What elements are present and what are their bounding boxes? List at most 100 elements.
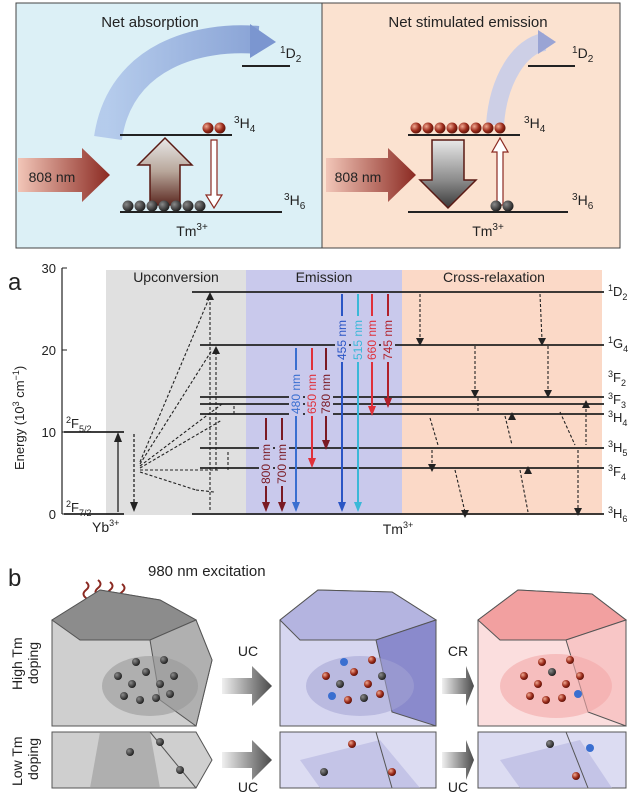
high-blue-dots xyxy=(322,656,386,704)
y-ticks xyxy=(62,267,67,515)
emission-label-3: 650 nm xyxy=(305,374,319,414)
cr-arrow-top: CR xyxy=(442,643,474,706)
high-doping-label-1: High Tm xyxy=(9,637,25,690)
panel-b: b 980 nm excitation High Tm doping Low T… xyxy=(8,563,628,793)
tm-ion-label: Tm3+ xyxy=(383,520,413,537)
y-axis-label: Energy (103 cm−1) xyxy=(11,366,27,470)
svg-text:3F4: 3F4 xyxy=(608,463,626,482)
cross-relaxation-region xyxy=(402,270,602,515)
crystal-high-blue xyxy=(279,589,438,727)
808nm-pump-arrow xyxy=(18,148,110,202)
svg-text:3F3: 3F3 xyxy=(608,391,626,410)
emission-label-0: 800 nm xyxy=(259,444,273,484)
emission-label-bg-5 xyxy=(335,316,349,362)
section-upconversion: Upconversion xyxy=(133,269,219,285)
emission-label-bg-1 xyxy=(275,440,289,486)
crystal-low-gray xyxy=(51,731,213,789)
emission-label-1: 700 nm xyxy=(275,444,289,484)
crystal-low-blue xyxy=(279,731,437,789)
emission-down-arrow xyxy=(204,139,224,210)
emission-curve-arrow xyxy=(486,33,548,126)
emission-label-bg-4 xyxy=(319,370,333,416)
level-3H6-label: 3H6 xyxy=(284,192,306,212)
emission-head-0 xyxy=(262,502,270,512)
yb-ion-label: Yb3+ xyxy=(92,518,119,535)
emission-label-bg-7 xyxy=(365,316,379,362)
energy-transfer-lines xyxy=(139,295,223,493)
panel-a-label: a xyxy=(8,269,22,296)
emission-head-6 xyxy=(354,502,362,512)
r-absorption-up-arrow xyxy=(490,136,510,206)
r-level-3H6-label: 3H6 xyxy=(572,192,594,212)
level-1D2-label: 1D2 xyxy=(280,45,302,65)
crystal-high-pink xyxy=(477,589,628,727)
absorption-curve-arrowhead xyxy=(250,24,276,58)
emission-head-8 xyxy=(384,398,392,408)
top-right-panel: Net stimulated emission 1D2 3H4 3H6 808 … xyxy=(321,2,621,249)
cross-relaxation-heads xyxy=(416,338,590,518)
low-dots xyxy=(126,738,594,780)
svg-text:1G4: 1G4 xyxy=(608,335,628,354)
cross-relaxation-arrows xyxy=(419,293,587,513)
808nm-label: 808 nm xyxy=(29,169,76,185)
svg-text:CR: CR xyxy=(448,643,468,659)
y-tick-10: 10 xyxy=(42,425,56,440)
svg-text:3H5: 3H5 xyxy=(608,439,627,458)
right-ion-label: Tm3+ xyxy=(472,222,504,239)
section-cross-relaxation: Cross-relaxation xyxy=(443,269,545,285)
uc-arrow-bottom-1: UC xyxy=(222,740,272,793)
panel-a: a Upconversion Emission Cross-relaxation… xyxy=(8,261,628,537)
emission-label-bg-0 xyxy=(259,440,273,486)
svg-text:3H4: 3H4 xyxy=(608,409,627,428)
top-left-panel: Net absorption 1D2 3H4 3H6 808 nm Tm3+ xyxy=(15,2,323,249)
emission-label-bg-3 xyxy=(305,370,319,416)
emission-label-bg-6 xyxy=(351,316,365,362)
low-doping-label-2: doping xyxy=(25,738,41,780)
emission-label-2: 480 nm xyxy=(289,374,303,414)
emission-label-4: 780 nm xyxy=(319,374,333,414)
excited-electrons xyxy=(202,122,226,134)
r-excited-electrons xyxy=(410,122,506,134)
svg-text:1D2: 1D2 xyxy=(608,283,627,302)
high-pink-dots xyxy=(520,656,584,704)
absorption-curve-arrow xyxy=(94,25,260,141)
emission-label-5: 455 nm xyxy=(335,320,349,360)
r-level-1D2-label: 1D2 xyxy=(572,45,594,65)
y-tick-0: 0 xyxy=(49,507,56,522)
crystal-low-pink xyxy=(477,731,627,789)
r-level-3H4-label: 3H4 xyxy=(524,115,546,135)
svg-text:UC: UC xyxy=(238,779,258,793)
r-ground-electrons xyxy=(490,200,514,212)
section-emission: Emission xyxy=(296,269,353,285)
right-panel-title: Net stimulated emission xyxy=(388,14,547,31)
yb-2F72-label: 2F7/2 xyxy=(66,499,91,518)
excitation-label: 980 nm excitation xyxy=(148,563,266,580)
left-ion-label: Tm3+ xyxy=(176,222,208,239)
emission-head-3 xyxy=(308,458,316,468)
emission-curve-arrowhead xyxy=(538,30,556,54)
level-3H4-label: 3H4 xyxy=(234,115,256,135)
yb-2F52-label: 2F5/2 xyxy=(66,415,91,434)
ground-electrons xyxy=(122,200,206,212)
emission-head-4 xyxy=(322,440,330,450)
r-808nm-label: 808 nm xyxy=(335,169,382,185)
emission-head-1 xyxy=(278,502,286,512)
high-doping-label-2: doping xyxy=(25,642,41,684)
svg-text:3H6: 3H6 xyxy=(608,505,627,524)
high-gray-dots xyxy=(114,656,178,704)
emission-label-7: 660 nm xyxy=(365,320,379,360)
low-doping-label-1: Low Tm xyxy=(9,736,25,786)
r-808nm-pump-arrow xyxy=(326,148,416,202)
svg-text:UC: UC xyxy=(448,779,468,793)
absorption-up-arrow xyxy=(136,136,194,206)
tm-level-labels: 1D2 1G4 3F2 3F3 3H4 3H5 3F4 3H6 xyxy=(608,283,628,524)
upconversion-region xyxy=(106,270,246,515)
panel-b-label: b xyxy=(8,565,21,592)
emission-head-7 xyxy=(368,406,376,416)
uc-arrow-bottom-2: UC xyxy=(442,740,474,793)
emission-head-5 xyxy=(338,502,346,512)
emission-label-8: 745 nm xyxy=(381,320,395,360)
crystal-high-gray xyxy=(51,589,213,727)
upconversion-arrows xyxy=(209,298,235,510)
